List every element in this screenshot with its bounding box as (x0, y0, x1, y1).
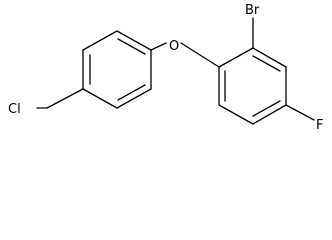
bond (252, 104, 287, 125)
bond (82, 88, 118, 109)
oxygen-label: O (169, 39, 179, 54)
bromine-label: Br (245, 3, 260, 18)
structure-diagram: Cl O Br F (8, 3, 324, 133)
bond (150, 42, 167, 51)
bond (218, 104, 254, 125)
bond (218, 47, 254, 68)
bond (180, 42, 220, 68)
bond (285, 104, 315, 121)
bond (46, 88, 84, 109)
bond (116, 88, 152, 109)
double-bond (117, 84, 146, 101)
bond (82, 30, 118, 51)
fluoro-group: F (285, 104, 323, 133)
double-bond (252, 55, 281, 72)
molecule-drawing: Cl O Br F (8, 3, 323, 133)
right-benzene-ring (218, 47, 287, 125)
double-bond (252, 100, 281, 117)
double-bond (117, 38, 146, 55)
bond (116, 30, 152, 51)
left-benzene-ring (82, 30, 152, 109)
ether-linkage: O (150, 39, 220, 68)
fluorine-label: F (316, 118, 323, 133)
bromo-group: Br (245, 3, 260, 49)
chloromethyl-group: Cl (8, 88, 84, 117)
chlorine-label: Cl (8, 102, 21, 117)
bond (252, 47, 287, 68)
